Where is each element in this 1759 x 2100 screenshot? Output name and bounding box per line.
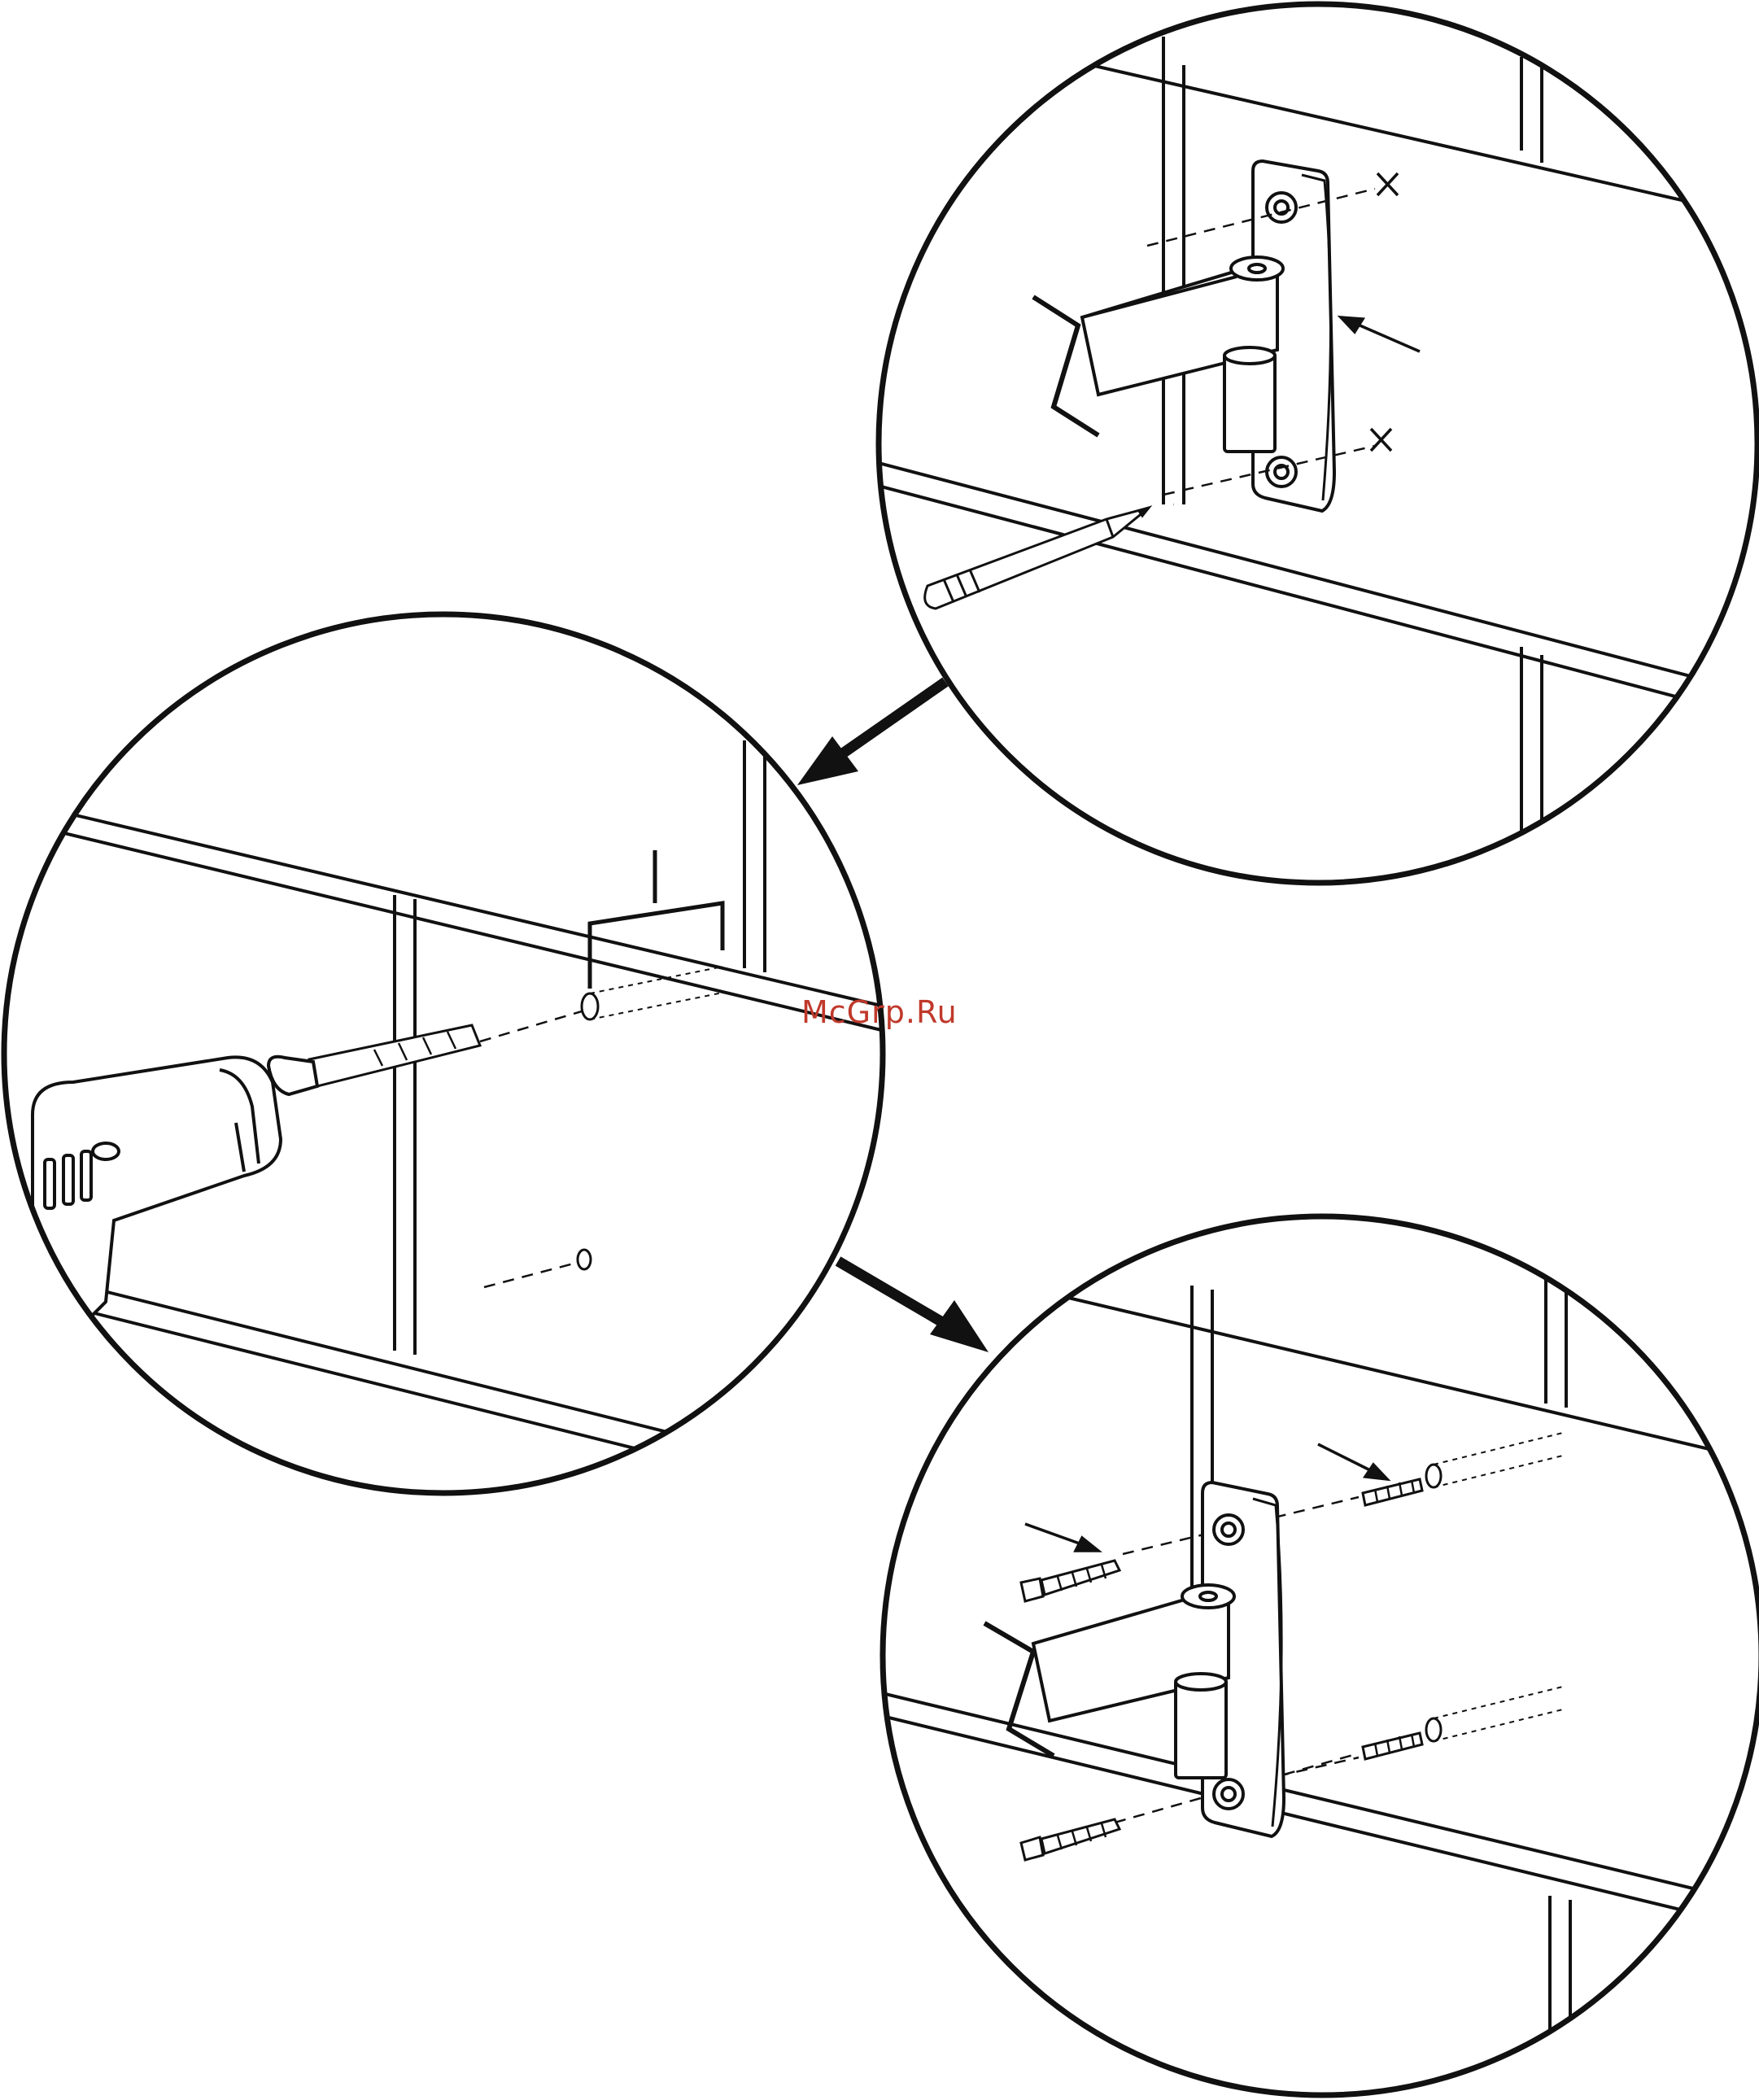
- step-2-drill-holes: [0, 614, 895, 1513]
- drill-axis: [480, 1011, 582, 1041]
- watermark-text: McGrp.Ru: [801, 994, 958, 1030]
- step-3-circle: [883, 1216, 1759, 2095]
- wall-bracket: [984, 1482, 1284, 1836]
- depth-bracket: [590, 850, 722, 989]
- drill-hole-lower: [484, 1250, 591, 1287]
- pencil-icon: [925, 508, 1149, 609]
- x-mark-bottom: [1371, 429, 1391, 451]
- arrow-step2-to-step3-icon: [838, 1261, 989, 1352]
- step-1-mark-holes: [814, 2, 1757, 883]
- step-3-insert-anchors-and-screws: [879, 1216, 1759, 2100]
- x-mark-top: [1377, 173, 1398, 195]
- arrow-icon: [1341, 317, 1420, 351]
- arrow-step1-to-step2-icon: [797, 682, 945, 785]
- drill-icon: [32, 1025, 480, 1351]
- wall-anchor-icon: [1363, 1479, 1422, 1759]
- wall-holes: [1426, 1432, 1566, 1741]
